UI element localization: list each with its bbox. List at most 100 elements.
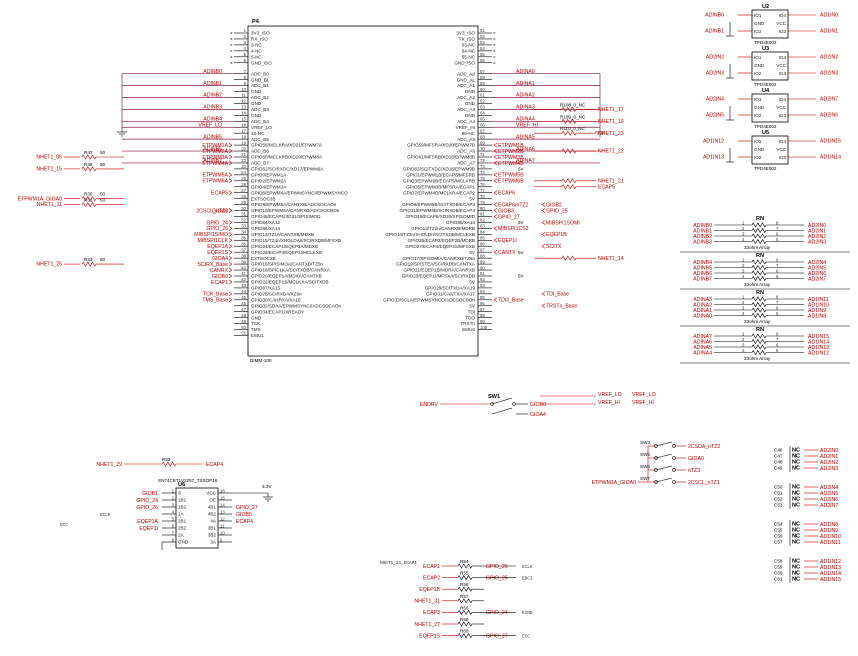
switch-contact bbox=[512, 402, 516, 406]
sw-net: nTZ3 bbox=[688, 468, 700, 474]
esd-ref: U2 bbox=[762, 4, 769, 10]
array-out: AD2IN2 bbox=[808, 234, 826, 240]
array-pin: 4 bbox=[742, 348, 745, 353]
u6-pin-r: 4A bbox=[210, 519, 217, 524]
pin-name: TX_ISO bbox=[459, 37, 476, 42]
pin-number: 2 bbox=[244, 34, 247, 39]
esd-part: TPD4E002 bbox=[754, 82, 777, 87]
net-label: ETPWM4A bbox=[202, 161, 228, 167]
pin-number: 86 bbox=[480, 241, 485, 246]
nc-mark: × bbox=[493, 36, 496, 41]
mux-text: EDCI bbox=[522, 576, 533, 581]
net-flag: SCITX bbox=[541, 244, 562, 250]
pin-number: 37 bbox=[241, 247, 246, 252]
esd-pin-l: GND bbox=[754, 63, 765, 68]
pin-number: 67 bbox=[480, 128, 485, 133]
pin-number: 43 bbox=[241, 283, 246, 288]
pin-number: 22 bbox=[241, 158, 246, 163]
pin-number: 55 bbox=[480, 52, 485, 57]
adc-net-left: ADINB3 bbox=[203, 105, 222, 111]
cap-nc: NC bbox=[792, 491, 800, 497]
pin-number: 47 bbox=[241, 307, 246, 312]
pin-number: 83 bbox=[480, 224, 485, 229]
pin-name: 54-NC bbox=[462, 48, 476, 53]
net-flag: EQEP1S bbox=[207, 249, 233, 256]
resistor bbox=[457, 609, 473, 615]
net-flag: ETPWM4B bbox=[493, 160, 524, 167]
array-in: ADINB1 bbox=[693, 228, 712, 234]
net-label: EQEP1B bbox=[546, 232, 567, 238]
array-out: AD2IN6 bbox=[808, 271, 826, 277]
pin-number: 58 bbox=[480, 75, 485, 80]
net-label: GIOB3 bbox=[498, 208, 514, 214]
net-label: GPIO_25 bbox=[546, 208, 568, 214]
u6-pin-l: S bbox=[178, 491, 181, 496]
cap-nc: NC bbox=[792, 565, 800, 571]
pin-number: 50 bbox=[241, 325, 246, 330]
net-flag: ETPWM2A bbox=[202, 148, 233, 155]
net-flag: ECAP6/nTZ2 bbox=[493, 202, 529, 208]
array-pin: 8 bbox=[776, 295, 779, 300]
mux-net-l: NHET1_31 bbox=[414, 599, 440, 605]
esd-pin-r: IO4 bbox=[779, 13, 787, 18]
res-label-right: R108_0_NC bbox=[560, 102, 586, 107]
array-in: ADINB0 bbox=[693, 223, 712, 229]
u6-text: ECC bbox=[60, 523, 68, 528]
pin-name: GPIO7/EPWM4B/MCLKRA/ECAP2 bbox=[403, 190, 475, 195]
pin-name: GPIO24/ECAP1/EQEP2A/MDXB bbox=[251, 244, 318, 249]
cap-net: AD1IN14 bbox=[820, 571, 841, 577]
pin-name: ADC_A2 bbox=[457, 95, 475, 100]
mux-net-l: EQEP1S bbox=[419, 633, 440, 639]
mux-net: GPIO_25 bbox=[486, 575, 508, 581]
sw-ref: SW5 bbox=[640, 452, 650, 457]
pin-number: 78 bbox=[480, 194, 485, 199]
nc-mark: × bbox=[493, 31, 496, 36]
pin-number: 33 bbox=[241, 224, 246, 229]
esd-net-l: AD2IN5 bbox=[706, 113, 724, 119]
esd-pin-l: IO1 bbox=[754, 139, 762, 144]
esd-pin-l: GND bbox=[754, 21, 765, 26]
esd-net-l: AD2IN3 bbox=[706, 71, 724, 77]
esd-pin-r: VCC bbox=[776, 147, 786, 152]
net-label: CANRX bbox=[210, 268, 229, 274]
res-val: 50 bbox=[100, 192, 106, 197]
sw1-net: GIOB0 bbox=[530, 402, 546, 408]
sw-net: 2CSCL_nTZ1 bbox=[688, 480, 720, 486]
res-val: 50 bbox=[100, 150, 106, 155]
pin-name: ADC_A4 bbox=[457, 119, 475, 124]
array-pin: 8 bbox=[776, 332, 779, 337]
array-out: AD1IN10 bbox=[808, 302, 829, 308]
array-in: ADINA7 bbox=[693, 334, 712, 340]
array-pin: 3 bbox=[742, 232, 745, 237]
pin-number: 29 bbox=[241, 200, 246, 205]
nhet-net-right: ECAP5 bbox=[598, 184, 615, 190]
pin-number: 81 bbox=[480, 212, 485, 217]
resistor bbox=[751, 233, 767, 239]
esd-pin-l: IO1 bbox=[754, 55, 762, 60]
array-pin: 7 bbox=[776, 226, 779, 231]
u6-net-l: GPIO_26 bbox=[136, 505, 158, 511]
esd-body bbox=[751, 93, 789, 123]
net-label: GIOA0 bbox=[212, 208, 228, 214]
array-pin: 5 bbox=[776, 348, 779, 353]
net-flag: CANTX bbox=[493, 249, 516, 256]
esd-net-r: AD1IN15 bbox=[820, 139, 841, 145]
switch-contact bbox=[672, 444, 676, 448]
p4-ref: P4 bbox=[252, 19, 260, 25]
nhet-net-right: NHET1_17 bbox=[598, 107, 624, 113]
net-flag: ECAP5 bbox=[211, 190, 233, 197]
pin-number: 17 bbox=[241, 128, 246, 133]
mux-res: R57 bbox=[460, 594, 469, 599]
res-label-right: R110_0_NC bbox=[560, 126, 586, 131]
sw-ref: SW3 bbox=[640, 440, 650, 445]
pin-number: 27 bbox=[241, 188, 246, 193]
nhet-net-left: NHET1_25 bbox=[36, 262, 62, 268]
resistor bbox=[561, 148, 577, 154]
esd-part: TPD4E002 bbox=[754, 166, 777, 171]
cap-ref: C51 bbox=[774, 491, 783, 496]
pwr-label: 5V bbox=[518, 220, 525, 225]
net-flag: TCK_Base bbox=[203, 291, 233, 298]
pin-number: 98 bbox=[480, 313, 485, 318]
net-label: ECAP5 bbox=[211, 191, 228, 197]
array-pin: 2 bbox=[742, 300, 745, 305]
